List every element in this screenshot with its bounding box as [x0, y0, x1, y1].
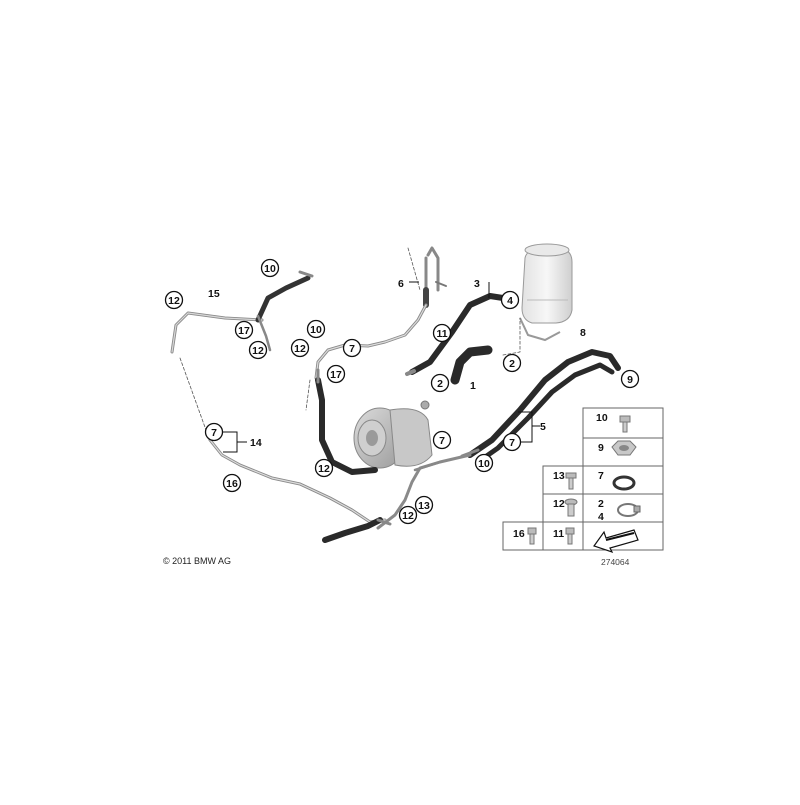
hose-clamp-icon — [617, 503, 641, 517]
hose-lines — [170, 246, 621, 543]
callout-number: 7 — [211, 427, 217, 439]
callout-12: 12 — [398, 505, 418, 525]
callout-number: 17 — [330, 369, 342, 381]
label-3: 3 — [474, 278, 480, 290]
callout-7: 7 — [502, 432, 522, 452]
legend-cell-9: 9 — [598, 442, 604, 454]
callout-circle — [502, 432, 522, 452]
callout-10: 10 — [474, 453, 494, 473]
legend-cell-10: 10 — [596, 412, 608, 424]
callout-2: 2 — [430, 373, 450, 393]
callout-circle — [306, 319, 326, 339]
callout-12: 12 — [164, 290, 184, 310]
callout-13: 13 — [414, 495, 434, 515]
callout-number: 2 — [437, 378, 443, 390]
legend-cell-7: 7 — [598, 470, 604, 482]
callout-4: 4 — [500, 290, 520, 310]
reservoir-tank — [519, 243, 573, 342]
callout-9: 9 — [620, 369, 640, 389]
parts-legend: 10 9 13 7 12 2 4 16 11 — [502, 407, 664, 554]
legend-cell-16: 16 — [513, 528, 525, 540]
callout-circle — [414, 495, 434, 515]
nut-icon — [611, 440, 637, 456]
callout-number: 10 — [310, 324, 322, 336]
label-5: 5 — [540, 421, 546, 433]
callout-7: 7 — [204, 422, 224, 442]
callout-circle — [620, 369, 640, 389]
callout-circle — [500, 290, 520, 310]
image-number: 274064 — [601, 557, 630, 567]
callout-number: 17 — [238, 325, 250, 337]
callout-number: 10 — [478, 458, 490, 470]
callout-12: 12 — [248, 340, 268, 360]
callout-circle — [430, 373, 450, 393]
callout-circle — [432, 430, 452, 450]
callout-12: 12 — [314, 458, 334, 478]
callout-number: 12 — [168, 295, 180, 307]
bolt-icon-12 — [564, 498, 578, 517]
callout-16: 16 — [222, 473, 242, 493]
legend-cell-11: 11 — [553, 528, 564, 540]
bolt-icon-13 — [565, 472, 577, 490]
bolt-icon-16 — [527, 527, 537, 545]
copyright-text: © 2011 BMW AG — [163, 556, 231, 566]
label-8: 8 — [580, 327, 586, 339]
callout-11: 11 — [432, 323, 452, 343]
callout-17: 17 — [234, 320, 254, 340]
callout-10: 10 — [306, 319, 326, 339]
callout-circle — [248, 340, 268, 360]
callout-number: 7 — [349, 343, 355, 355]
pointer-arrow-icon — [593, 529, 639, 554]
callout-17: 17 — [326, 364, 346, 384]
callout-number: 7 — [439, 435, 445, 447]
callout-number: 10 — [264, 263, 276, 275]
callout-12: 12 — [290, 338, 310, 358]
callout-circle — [222, 473, 242, 493]
callout-circle — [164, 290, 184, 310]
callout-number: 12 — [294, 343, 306, 355]
callout-circle — [290, 338, 310, 358]
seal-ring-icon — [612, 475, 636, 491]
legend-cell-13: 13 — [553, 470, 565, 482]
callout-number: 9 — [627, 374, 633, 386]
bolt-icon-11 — [565, 527, 575, 545]
callout-circle — [314, 458, 334, 478]
callout-number: 4 — [507, 295, 513, 307]
callout-circle — [326, 364, 346, 384]
callout-number: 12 — [252, 345, 264, 357]
bolt-icon — [619, 415, 631, 433]
callout-circle — [260, 258, 280, 278]
legend-cell-2: 2 — [598, 498, 604, 510]
callout-10: 10 — [260, 258, 280, 278]
callout-number: 11 — [436, 328, 447, 340]
callout-circle — [432, 323, 452, 343]
callout-circle — [204, 422, 224, 442]
callout-circle — [398, 505, 418, 525]
callout-circle — [234, 320, 254, 340]
callout-circle — [342, 338, 362, 358]
callout-7: 7 — [342, 338, 362, 358]
label-15: 15 — [208, 288, 220, 300]
callout-number: 2 — [509, 358, 515, 370]
callout-number: 7 — [509, 437, 515, 449]
label-6: 6 — [398, 278, 404, 290]
callout-number: 12 — [402, 510, 414, 522]
legend-cell-12: 12 — [553, 498, 565, 510]
label-14: 14 — [250, 437, 262, 449]
callout-2: 2 — [502, 353, 522, 373]
callout-circle — [474, 453, 494, 473]
callout-number: 12 — [318, 463, 330, 475]
label-1: 1 — [470, 380, 476, 392]
callout-circle — [502, 353, 522, 373]
steering-pump — [353, 400, 433, 469]
callout-number: 13 — [418, 500, 430, 512]
legend-cell-4: 4 — [598, 511, 604, 523]
callout-7: 7 — [432, 430, 452, 450]
callout-number: 16 — [226, 478, 238, 490]
